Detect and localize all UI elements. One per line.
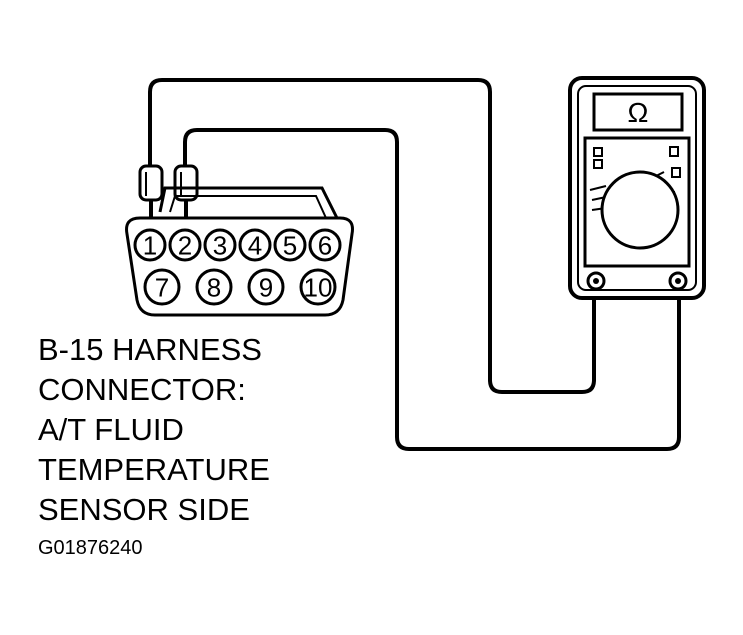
meter-indicator-left-2 (593, 159, 603, 169)
connector-pin-label: 1 (143, 230, 157, 260)
caption-line: A/T FLUID (38, 412, 184, 447)
multimeter: Ω (568, 76, 706, 300)
connector-pin-label: 6 (318, 230, 332, 260)
connector-pin (247, 268, 285, 306)
connector-pin (299, 268, 337, 306)
connector-pin (273, 228, 307, 262)
connector-pin (168, 228, 202, 262)
caption-line: SENSOR SIDE (38, 492, 250, 527)
probe-pin1 (138, 164, 164, 228)
connector-pin-label: 2 (178, 230, 192, 260)
connector-pin-label: 9 (259, 272, 273, 302)
connector-pin (143, 268, 181, 306)
caption-line: CONNECTOR: (38, 372, 246, 407)
connector-pin-label: 4 (248, 230, 262, 260)
diagram-caption: B-15 HARNESS CONNECTOR: A/T FLUID TEMPER… (38, 330, 270, 530)
caption-line: B-15 HARNESS (38, 332, 262, 367)
lead-wire-pin1 (148, 78, 596, 394)
connector-pin-label: 3 (213, 230, 227, 260)
figure-id: G01876240 (38, 537, 143, 559)
caption-line: TEMPERATURE (38, 452, 270, 487)
ohm-symbol: Ω (628, 97, 649, 128)
connector-pin (238, 228, 272, 262)
meter-indicator-left (593, 147, 603, 157)
connector-pin (133, 228, 167, 262)
connector-pin-label: 8 (207, 272, 221, 302)
connector-pin (195, 268, 233, 306)
meter-indicator-right (669, 146, 679, 157)
connector-pin-label: 10 (304, 272, 333, 302)
connector-pin-label: 7 (155, 272, 169, 302)
meter-display (592, 92, 684, 132)
connector-pin-label: 5 (283, 230, 297, 260)
selector-dial (600, 170, 680, 250)
lead-wire-pin2 (183, 128, 681, 451)
connector-pin (308, 228, 342, 262)
meter-indicator-right-2 (671, 167, 681, 178)
connector-pin (203, 228, 237, 262)
